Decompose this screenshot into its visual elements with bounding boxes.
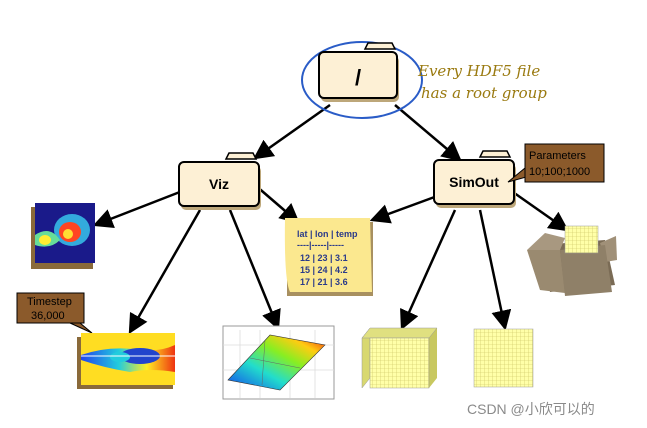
table-row-3: 17 | 21 | 3.6: [300, 277, 348, 287]
timestep-attribute-note: Timestep 36,000: [16, 292, 93, 334]
surface-plot-dataset: [222, 325, 335, 400]
timestep-note-line2: 36,000: [31, 310, 65, 322]
fluid-image-dataset: [31, 203, 95, 269]
viz-group-folder[interactable]: Viz: [178, 152, 261, 210]
table-separator: ----|-----|-----: [297, 240, 344, 250]
parameters-attribute-note: Parameters 10;100;1000: [507, 143, 605, 183]
parameters-note-line1: Parameters: [529, 150, 586, 162]
root-group-folder[interactable]: /: [318, 42, 399, 102]
callout-line1: Every HDF5 file: [417, 62, 540, 80]
callout-line2: has a root group: [421, 84, 547, 102]
table-row-2: 15 | 24 | 4.2: [300, 265, 348, 275]
tree-arrows: [92, 103, 570, 335]
table-row-1: 12 | 23 | 3.1: [300, 253, 348, 263]
timestep-note-line1: Timestep: [27, 296, 72, 308]
box-with-array-dataset: [527, 225, 617, 296]
watermark: CSDN @小欣可以的: [467, 401, 595, 417]
3d-array-dataset: [361, 327, 438, 389]
simout-group-label: SimOut: [449, 174, 499, 190]
simout-group-folder[interactable]: SimOut: [433, 150, 516, 208]
table-dataset: lat | lon | temp ----|-----|----- 12 | 2…: [284, 218, 373, 296]
jet-plume-dataset: [77, 333, 175, 389]
viz-group-label: Viz: [209, 176, 229, 192]
parameters-note-line2: 10;100;1000: [529, 166, 590, 178]
root-group-label: /: [355, 65, 361, 90]
root-highlight-ellipse: [301, 41, 423, 119]
2d-array-dataset: [473, 328, 534, 388]
table-header: lat | lon | temp: [297, 229, 358, 239]
